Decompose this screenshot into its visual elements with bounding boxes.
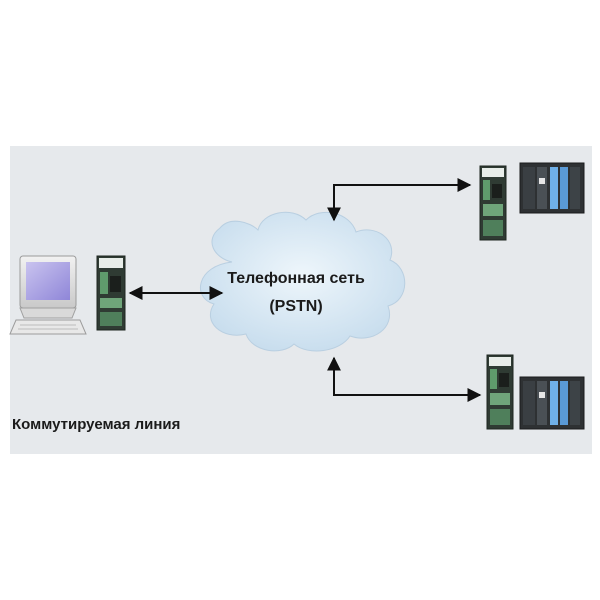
plc-bottom-right-icon — [519, 376, 585, 430]
computer-icon — [9, 255, 87, 335]
plc-top-right-icon — [519, 162, 585, 214]
network-abbr: (PSTN) — [269, 298, 323, 315]
modem-top-right-icon — [479, 165, 507, 241]
pstn-cloud — [199, 211, 406, 352]
diagram-caption: Коммутируемая линия — [12, 416, 181, 433]
link-top-arrow — [327, 178, 472, 222]
modem-left-icon — [96, 255, 126, 331]
link-bottom-arrow — [327, 356, 482, 402]
modem-bottom-right-icon — [486, 354, 514, 430]
network-name: Телефонная сеть — [227, 270, 365, 287]
